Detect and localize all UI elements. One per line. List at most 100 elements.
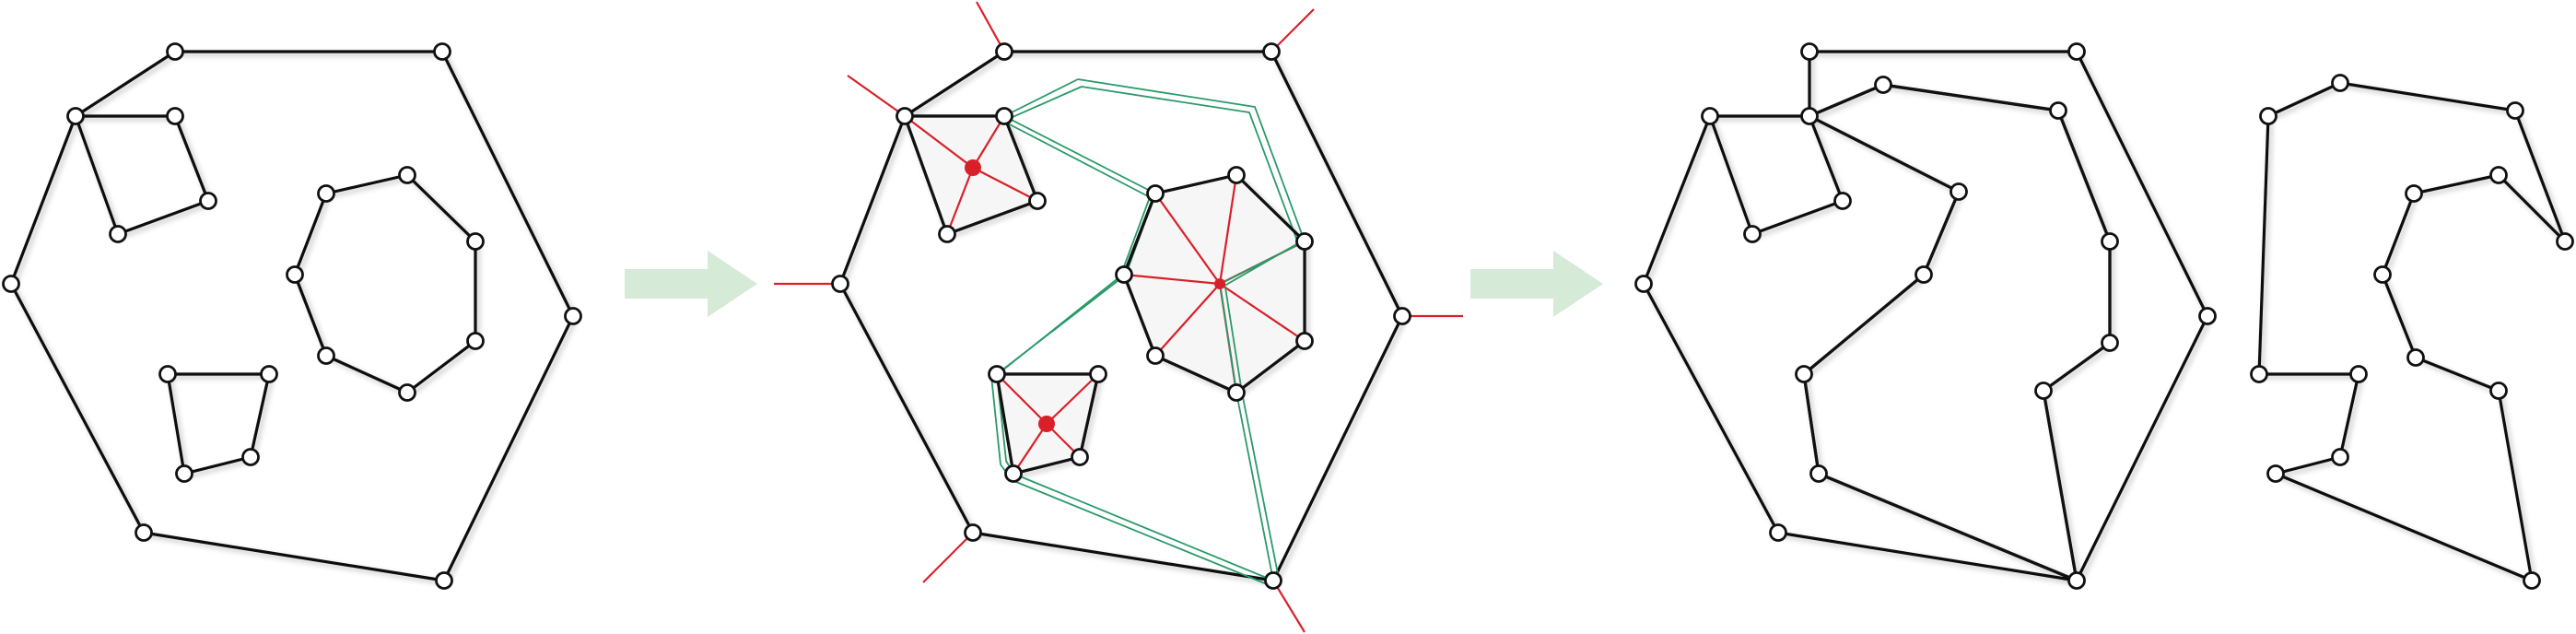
vertex bbox=[896, 107, 914, 125]
skeleton-edge bbox=[1046, 373, 1099, 425]
skeleton-edge bbox=[1013, 423, 1048, 475]
skeleton-ray bbox=[1270, 8, 1315, 53]
panel-3-blue-vertices bbox=[2250, 74, 2574, 590]
vertex bbox=[1800, 107, 1819, 125]
vertex bbox=[1295, 232, 1314, 251]
vertex bbox=[158, 365, 177, 383]
vertex bbox=[241, 448, 260, 466]
vertex bbox=[1795, 365, 1813, 383]
vertex bbox=[66, 107, 85, 125]
skeleton-edge bbox=[1154, 283, 1221, 357]
vertex bbox=[1769, 523, 1787, 542]
vertex bbox=[466, 232, 485, 251]
path-outer-strand bbox=[1003, 86, 1299, 289]
panel-3-pink-vertices bbox=[1634, 42, 2217, 590]
skeleton-edge bbox=[972, 115, 1005, 169]
hole-3-outline bbox=[1122, 173, 1306, 394]
skeleton-node bbox=[965, 159, 981, 176]
vertex bbox=[995, 42, 1013, 61]
vertex bbox=[938, 225, 956, 243]
vertex bbox=[1800, 42, 1819, 61]
vertex bbox=[1295, 332, 1314, 350]
vertex bbox=[2198, 307, 2217, 325]
vertex bbox=[2406, 348, 2425, 367]
skeleton-ray bbox=[922, 532, 974, 583]
vertex bbox=[2101, 334, 2119, 352]
vertex bbox=[995, 107, 1013, 125]
vertex bbox=[317, 184, 335, 203]
vertex bbox=[166, 107, 184, 125]
vertex bbox=[1227, 166, 1246, 184]
vertex bbox=[2405, 184, 2423, 203]
vertex bbox=[1004, 464, 1023, 483]
vertex bbox=[2489, 382, 2508, 400]
panel-1-vertices bbox=[2, 42, 582, 590]
vertex bbox=[2506, 101, 2524, 120]
panel-3-pink-region bbox=[1642, 50, 2209, 582]
skeleton-ray bbox=[976, 1, 1005, 53]
skeleton-edge bbox=[1154, 193, 1221, 285]
vertex bbox=[964, 523, 982, 542]
vertex bbox=[2373, 265, 2392, 284]
vertex bbox=[1809, 464, 1828, 483]
vertex bbox=[2556, 232, 2574, 251]
vertex bbox=[2489, 166, 2508, 184]
step-arrow-1 bbox=[625, 251, 757, 317]
skeleton-edge bbox=[945, 167, 975, 235]
panel-2 bbox=[774, 1, 1463, 633]
vertex bbox=[317, 346, 335, 365]
skeleton-ray bbox=[1272, 580, 1306, 633]
vertex bbox=[2, 275, 20, 293]
panel-2-vertices bbox=[831, 42, 1411, 590]
vertex bbox=[2259, 107, 2277, 125]
skeleton-node bbox=[1038, 416, 1055, 432]
vertex bbox=[2523, 571, 2541, 590]
vertex bbox=[831, 275, 849, 293]
vertex bbox=[199, 192, 217, 210]
skeleton-node bbox=[1214, 278, 1225, 289]
vertex bbox=[398, 166, 416, 184]
vertex bbox=[2101, 232, 2119, 251]
vertex bbox=[1146, 346, 1165, 365]
vertex bbox=[433, 42, 451, 61]
vertex bbox=[1393, 307, 1411, 325]
panel-3-inner-boundary bbox=[1802, 83, 2112, 582]
vertex bbox=[988, 365, 1006, 383]
vertex bbox=[2034, 382, 2053, 400]
skeleton-ray bbox=[847, 75, 906, 117]
vertex bbox=[166, 42, 184, 61]
vertex bbox=[1262, 42, 1281, 61]
vertex bbox=[175, 464, 193, 483]
skeleton-edge bbox=[904, 115, 974, 169]
vertex bbox=[466, 332, 485, 350]
vertex bbox=[2067, 42, 2086, 61]
vertex bbox=[1115, 265, 1133, 284]
vertex bbox=[1028, 192, 1047, 210]
panel-3-blue-region bbox=[2257, 81, 2567, 582]
vertex bbox=[2331, 448, 2349, 466]
vertex bbox=[1874, 76, 1892, 94]
vertex bbox=[2250, 365, 2268, 383]
skeleton-edge bbox=[996, 373, 1048, 425]
vertex bbox=[2266, 464, 2285, 483]
panel-3 bbox=[1634, 42, 2574, 590]
vertex bbox=[109, 225, 127, 243]
vertex bbox=[260, 365, 278, 383]
vertex bbox=[1701, 107, 1719, 125]
skeleton-lines bbox=[774, 1, 1463, 633]
vertex bbox=[135, 523, 153, 542]
vertex bbox=[435, 571, 453, 590]
skeleton-edge bbox=[1218, 174, 1238, 285]
vertex bbox=[1227, 383, 1246, 402]
vertex bbox=[1071, 448, 1089, 466]
vertex bbox=[564, 307, 582, 325]
vertex bbox=[1950, 182, 1968, 201]
skeleton-edge bbox=[1219, 283, 1306, 342]
vertex bbox=[1089, 365, 1107, 383]
path-inner-strand bbox=[992, 122, 1151, 379]
skeleton-edge bbox=[1123, 273, 1221, 286]
vertex bbox=[2331, 74, 2349, 92]
vertex bbox=[1743, 225, 1762, 243]
panel-1-region bbox=[9, 50, 575, 582]
